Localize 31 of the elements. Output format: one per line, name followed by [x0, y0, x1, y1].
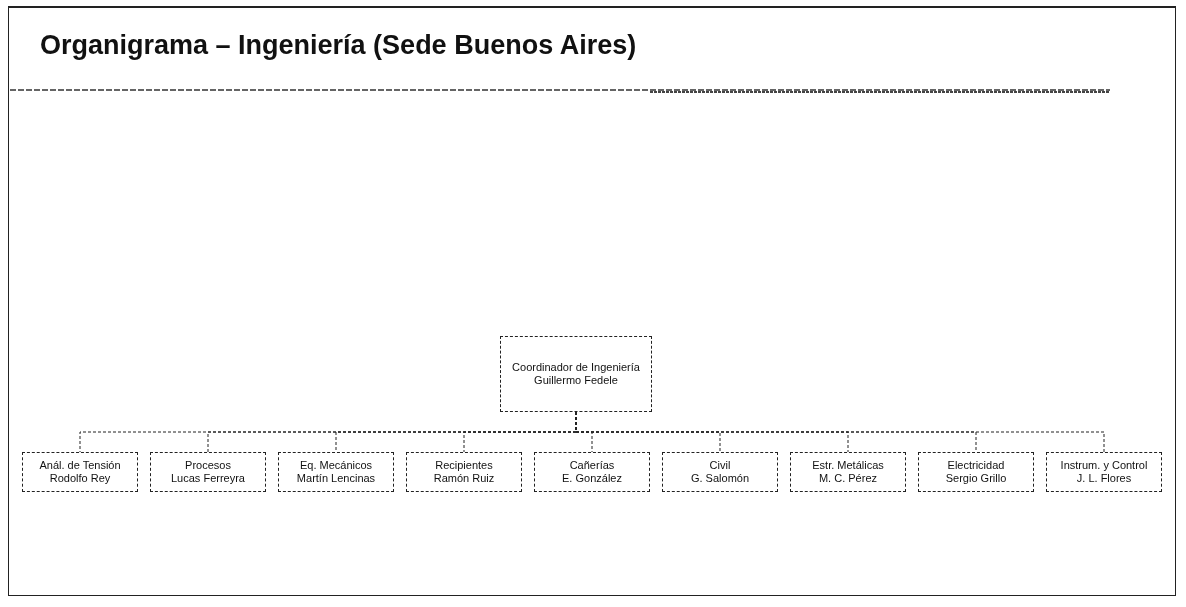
person-name: Martín Lencinas [296, 472, 376, 485]
person-name: Lucas Ferreyra [171, 472, 245, 485]
role-text: Estr. Metálicas [812, 459, 884, 472]
department-box [662, 452, 778, 492]
department-box [150, 452, 266, 492]
department-box [534, 452, 650, 492]
title: Organigrama – Ingeniería (Sede Buenos Aires) [40, 30, 637, 61]
department-box [918, 452, 1034, 492]
person-name: Sergio Grillo [945, 472, 1007, 485]
person-name: Ramón Ruiz [433, 472, 495, 485]
department-box [790, 452, 906, 492]
role-text: Recipientes [435, 459, 493, 472]
role-text: Coordinador de Ingeniería [512, 361, 640, 374]
person-name: G. Salomón [690, 472, 750, 485]
department-box [278, 452, 394, 492]
role-text: Civil [709, 459, 731, 472]
role-text: Instrum. y Control [1060, 459, 1148, 472]
role-text: Eq. Mecánicos [299, 459, 373, 472]
role-text: Anál. de Tensión [39, 459, 121, 472]
department-box [1046, 452, 1162, 492]
role-text: Procesos [185, 459, 231, 472]
person-name: Guillermo Fedele [534, 374, 618, 387]
person-name: Rodolfo Rey [49, 472, 111, 485]
department-box [406, 452, 522, 492]
department-box [22, 452, 138, 492]
manager-box [500, 336, 652, 412]
person-name: M. C. Pérez [818, 472, 878, 485]
person-name: J. L. Flores [1076, 472, 1132, 485]
person-name: E. González [562, 472, 622, 485]
role-text: Cañerías [569, 459, 615, 472]
role-text: Electricidad [947, 459, 1005, 472]
